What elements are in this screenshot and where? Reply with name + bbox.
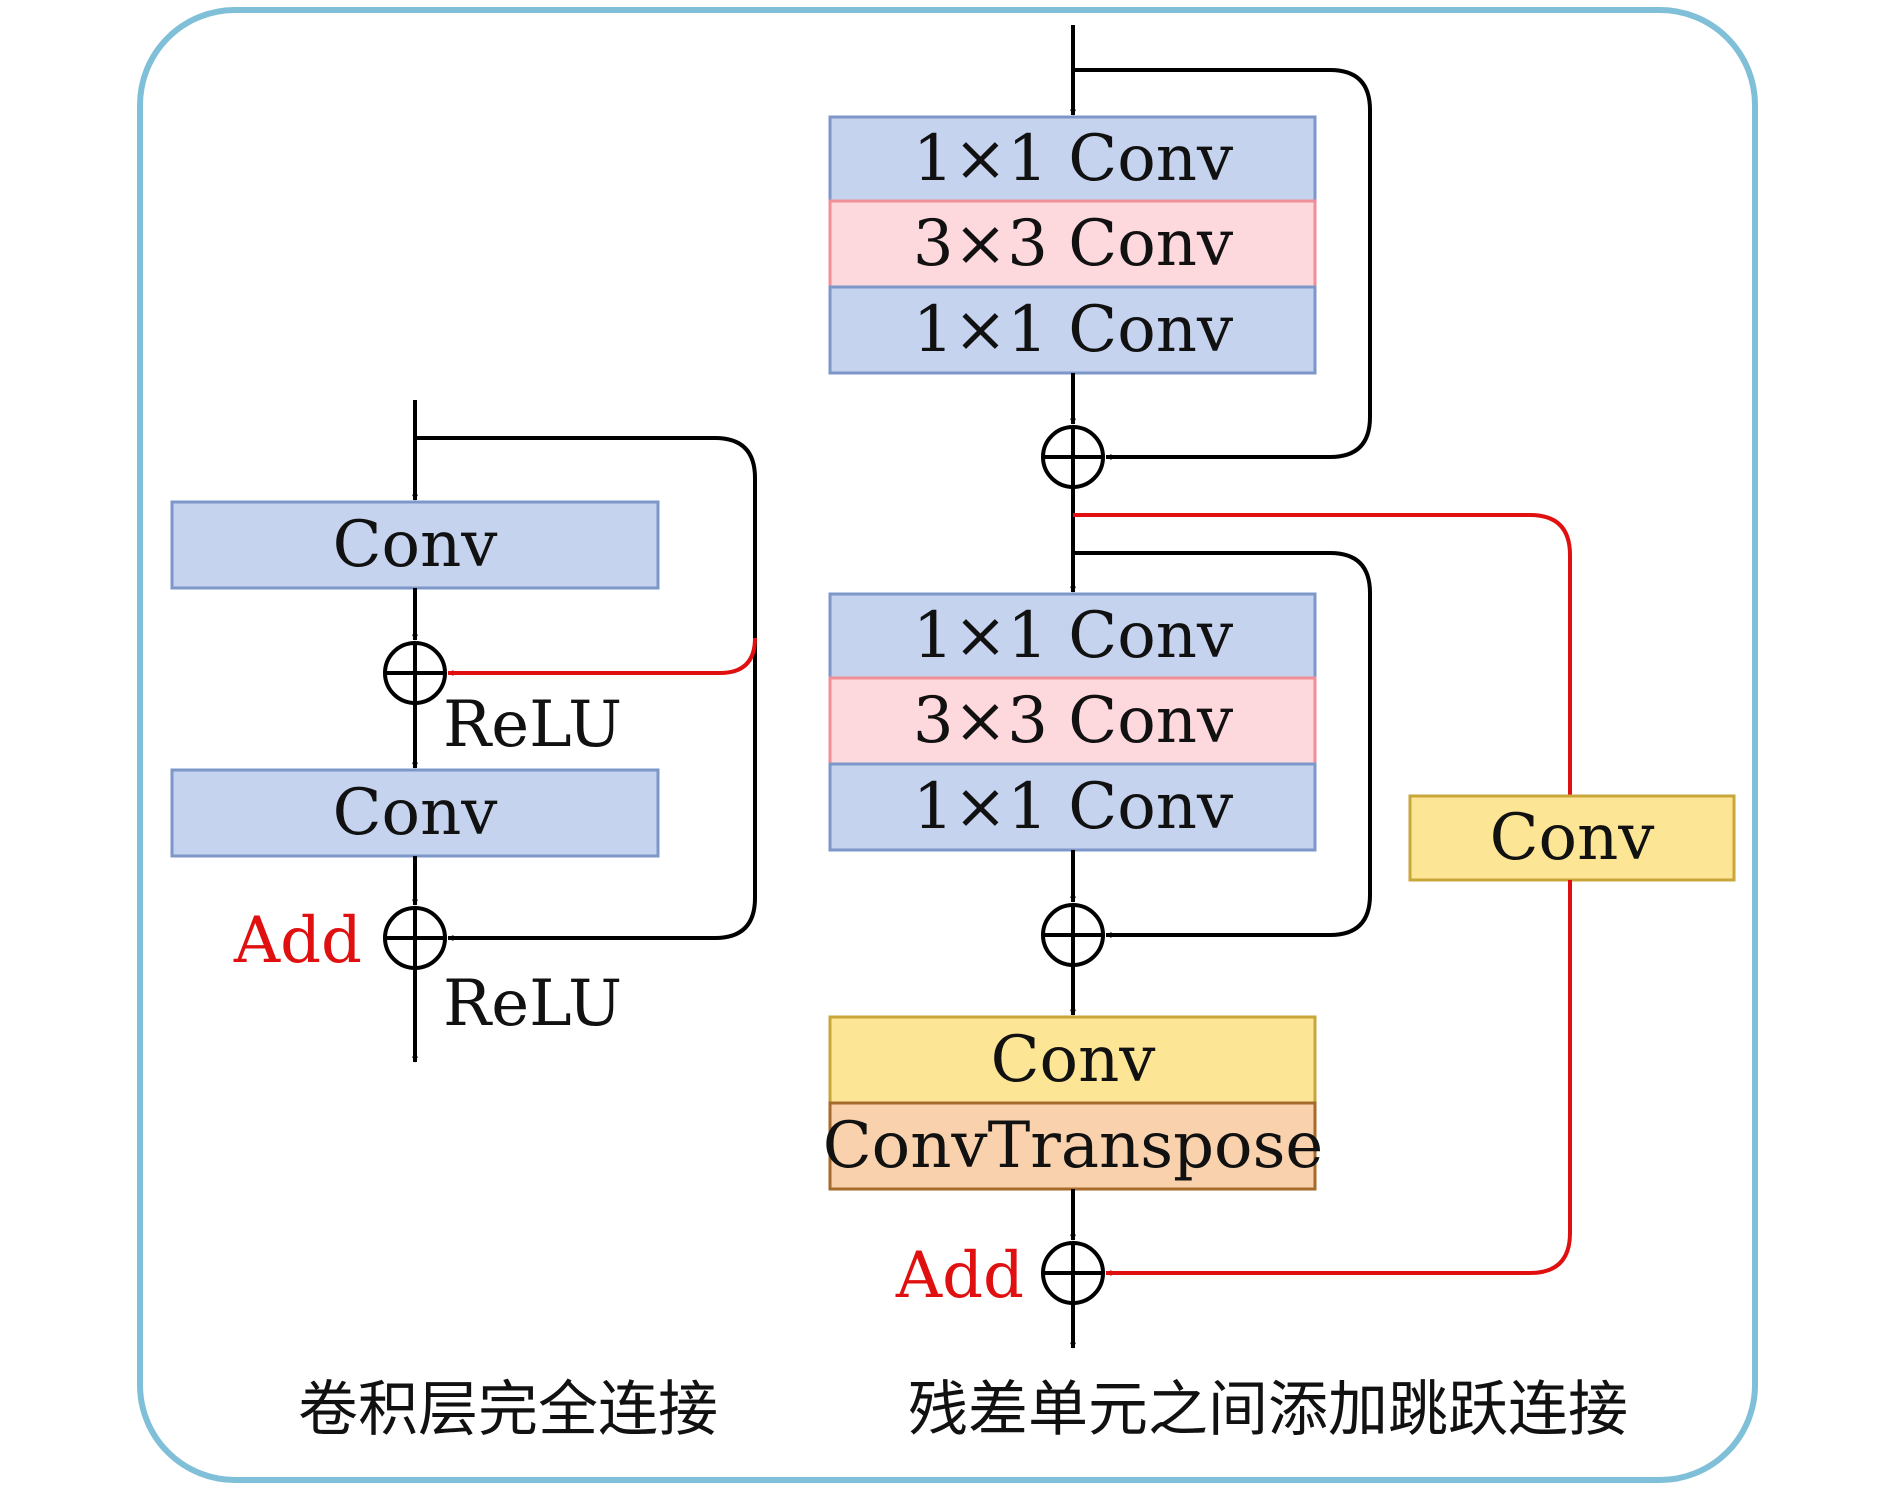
- block2-row2-label: 3×3 Conv: [913, 684, 1233, 758]
- left-relu2-label: ReLU: [443, 967, 622, 1041]
- left-diagram: Conv ReLU Conv Add ReLU: [170, 400, 757, 1063]
- block1-row1-box: [828, 115, 1317, 203]
- left-add2-icon: [383, 906, 447, 970]
- left-add1-icon: [383, 641, 447, 705]
- left-conv2-label: Conv: [333, 776, 498, 850]
- block2-row2-box: [828, 676, 1317, 766]
- conv-transpose-label: ConvTranspose: [823, 1109, 1324, 1183]
- right-add1-icon: [1041, 425, 1105, 489]
- block1-row2-label: 3×3 Conv: [913, 207, 1233, 281]
- left-relu1-label: ReLU: [443, 688, 622, 762]
- left-conv1-box: [170, 500, 660, 590]
- outer-frame: [137, 7, 1758, 1483]
- conv-transpose-box: [828, 1101, 1317, 1191]
- left-conv1-label: Conv: [333, 508, 498, 582]
- side-conv-box: [1408, 794, 1736, 882]
- block1-row2-box: [828, 199, 1317, 289]
- left-conv2-box: [170, 768, 660, 858]
- right-add2-icon: [1041, 903, 1105, 967]
- long-red-skip-path-bottom: [1105, 880, 1572, 1276]
- block2-row3-box: [828, 762, 1317, 852]
- left-red-skip-path: [447, 637, 757, 676]
- block2-row3-label: 1×1 Conv: [913, 770, 1233, 844]
- block1-row3-label: 1×1 Conv: [913, 293, 1233, 367]
- left-add-label: Add: [233, 904, 362, 978]
- right-add-label: Add: [895, 1239, 1024, 1313]
- right-conv-label: Conv: [991, 1023, 1156, 1097]
- left-skip-path: [415, 436, 757, 941]
- side-conv-label: Conv: [1490, 801, 1655, 875]
- long-red-skip-path-top: [1073, 513, 1572, 796]
- block2-row1-label: 1×1 Conv: [913, 599, 1233, 673]
- block1-row3-box: [828, 285, 1317, 375]
- right-diagram: 1×1 Conv 3×3 Conv 1×1 Conv 1×1 Conv 3×3 …: [823, 25, 1736, 1349]
- block1-skip-path: [1073, 68, 1372, 460]
- right-conv-box: [828, 1015, 1317, 1105]
- right-caption: 残差单元之间添加跳跃连接: [908, 1375, 1628, 1445]
- block1-row1-label: 1×1 Conv: [913, 122, 1233, 196]
- left-caption: 卷积层完全连接: [298, 1375, 718, 1445]
- block2-skip-path: [1073, 551, 1372, 938]
- right-add3-icon: [1041, 1241, 1105, 1305]
